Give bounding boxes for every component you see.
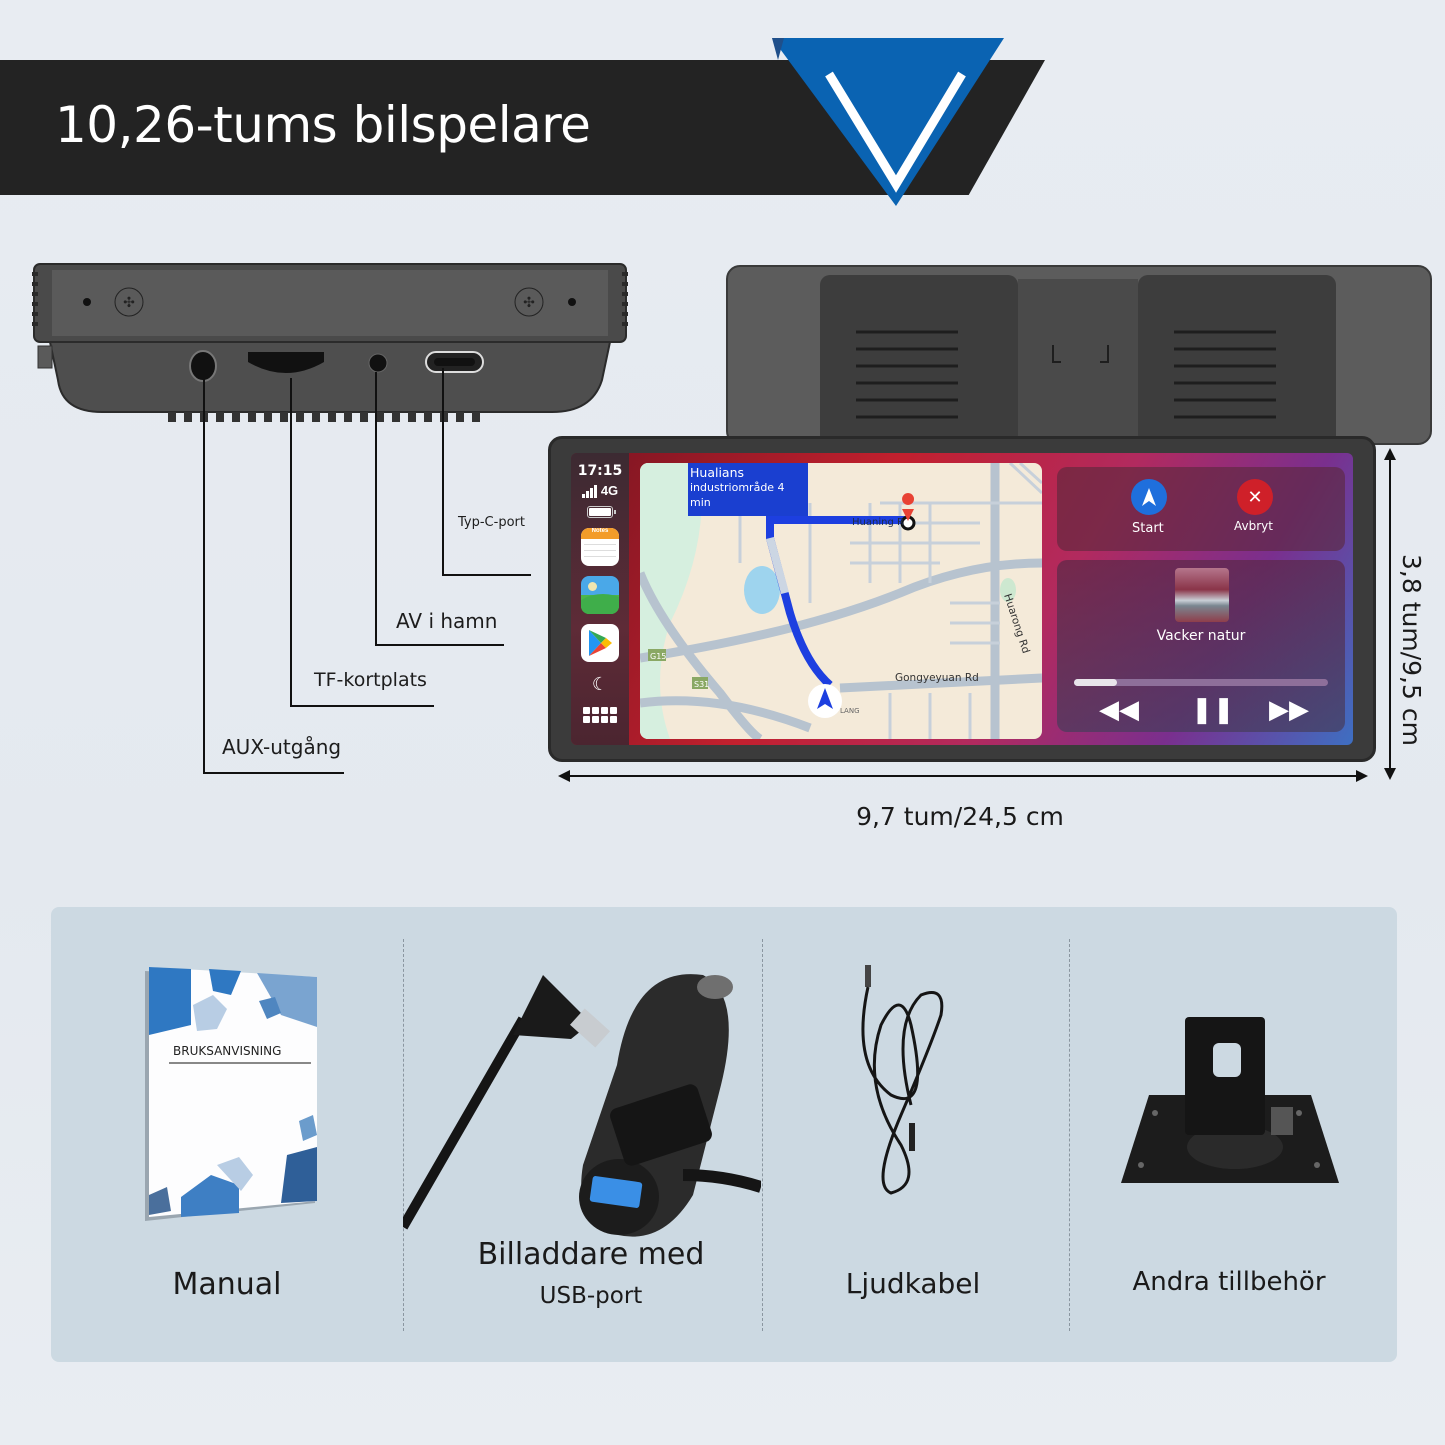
cancel-navigation-button[interactable]: ✕ bbox=[1237, 479, 1273, 515]
accessory-label-other-accessories: Andra tillbehör bbox=[1132, 1267, 1326, 1297]
arrow-up-icon bbox=[1384, 448, 1396, 460]
pause-icon[interactable]: ❚❚ bbox=[1191, 694, 1235, 724]
tf-callout-line bbox=[290, 378, 292, 706]
song-title: Vacker natur bbox=[1156, 628, 1246, 644]
svg-text:✣: ✣ bbox=[523, 294, 535, 310]
accessory-sublabel-car-charger: USB-port bbox=[539, 1283, 643, 1309]
notes-app-icon[interactable]: Notes bbox=[581, 528, 619, 566]
height-dimension-label: 3,8 tum/9,5 cm bbox=[1397, 554, 1426, 746]
carplay-dock: 17:15 4G Notes ☾ bbox=[571, 453, 629, 745]
status-time: 17:15 bbox=[577, 463, 623, 479]
status-network: 4G bbox=[581, 483, 619, 498]
notes-app-label: Notes bbox=[581, 528, 619, 539]
navigation-map[interactable]: G15 S31 Huaning R Gongyeyuan Rd Huarong … bbox=[640, 463, 1042, 739]
signal-bars-icon bbox=[581, 485, 597, 498]
device-back-view bbox=[726, 265, 1432, 445]
carplay-screen: 17:15 4G Notes ☾ bbox=[571, 453, 1353, 745]
svg-text:Huarong Rd: Huarong Rd bbox=[1001, 592, 1032, 655]
route-destination-banner: Hualians industriområde 4 min bbox=[688, 463, 808, 516]
accessory-label-audio-cable: Ljudkabel bbox=[845, 1267, 981, 1300]
av-callout-line-h bbox=[375, 644, 504, 646]
accessories-panel: BRUKSANVISNING Manual Billaddare med USB… bbox=[51, 907, 1397, 1362]
svg-text:G15: G15 bbox=[650, 652, 666, 661]
carplay-widgets: Start ✕ Avbryt Vacker natur ◀◀ ❚❚ ▶▶ bbox=[1049, 453, 1353, 745]
carplay-display: 17:15 4G Notes ☾ bbox=[548, 436, 1376, 762]
photos-app-icon[interactable] bbox=[581, 576, 619, 614]
device-side-view: ✣ ✣ bbox=[32, 263, 628, 422]
divider bbox=[762, 939, 763, 1331]
accessory-label-manual: Manual bbox=[172, 1267, 282, 1302]
v-triangle-logo-icon bbox=[772, 38, 1004, 206]
fast-forward-icon[interactable]: ▶▶ bbox=[1269, 694, 1309, 724]
start-label: Start bbox=[1132, 521, 1164, 536]
rewind-icon[interactable]: ◀◀ bbox=[1099, 694, 1139, 724]
aux-output-label: AUX-utgång bbox=[222, 735, 342, 759]
height-dimension-line bbox=[1389, 452, 1391, 777]
typec-callout-line bbox=[442, 368, 444, 575]
width-dimension-label: 9,7 tum/24,5 cm bbox=[856, 802, 1064, 831]
night-mode-icon[interactable]: ☾ bbox=[591, 674, 609, 694]
svg-text:LANG: LANG bbox=[840, 707, 860, 715]
mount-bracket-image bbox=[1121, 1017, 1339, 1183]
tf-callout-line-h bbox=[290, 705, 434, 707]
divider bbox=[403, 939, 404, 1331]
aux-callout-line bbox=[203, 378, 205, 773]
typec-callout-line-h bbox=[442, 574, 531, 576]
navigation-arrow-icon bbox=[1142, 488, 1156, 506]
car-charger-image bbox=[403, 974, 761, 1237]
width-dimension-line bbox=[562, 775, 1366, 777]
arrow-right-icon bbox=[1356, 770, 1368, 782]
av-callout-line bbox=[375, 372, 377, 645]
typec-port-label: Typ-C-port bbox=[458, 515, 525, 530]
accessory-label-car-charger: Billaddare med bbox=[477, 1237, 705, 1272]
arrow-down-icon bbox=[1384, 768, 1396, 780]
svg-text:✣: ✣ bbox=[123, 294, 135, 310]
battery-icon bbox=[587, 506, 616, 518]
play-store-icon[interactable] bbox=[581, 624, 619, 662]
svg-text:Gongyeyuan Rd: Gongyeyuan Rd bbox=[895, 672, 979, 684]
tf-card-slot-label: TF-kortplats bbox=[314, 669, 427, 691]
svg-text:Huaning R: Huaning R bbox=[852, 517, 904, 528]
app-grid-icon[interactable] bbox=[583, 707, 617, 723]
aux-callout-line-h bbox=[203, 772, 344, 774]
page-title: 10,26-tums bilspelare bbox=[55, 96, 591, 154]
network-type: 4G bbox=[600, 483, 619, 498]
playback-progress-slider[interactable] bbox=[1074, 679, 1328, 686]
av-input-label: AV i hamn bbox=[396, 609, 498, 633]
start-navigation-button[interactable] bbox=[1131, 479, 1167, 515]
audio-cable-image bbox=[861, 965, 944, 1195]
divider bbox=[1069, 939, 1070, 1331]
navigation-card: Start ✕ Avbryt bbox=[1057, 467, 1345, 551]
arrow-left-icon bbox=[558, 770, 570, 782]
manual-booklet-image: BRUKSANVISNING bbox=[145, 967, 317, 1221]
svg-text:S31: S31 bbox=[694, 680, 709, 689]
media-player-card: Vacker natur ◀◀ ❚❚ ▶▶ bbox=[1057, 560, 1345, 732]
manual-cover-title: BRUKSANVISNING bbox=[173, 1044, 281, 1058]
album-art bbox=[1175, 568, 1229, 622]
cancel-label: Avbryt bbox=[1234, 519, 1273, 533]
